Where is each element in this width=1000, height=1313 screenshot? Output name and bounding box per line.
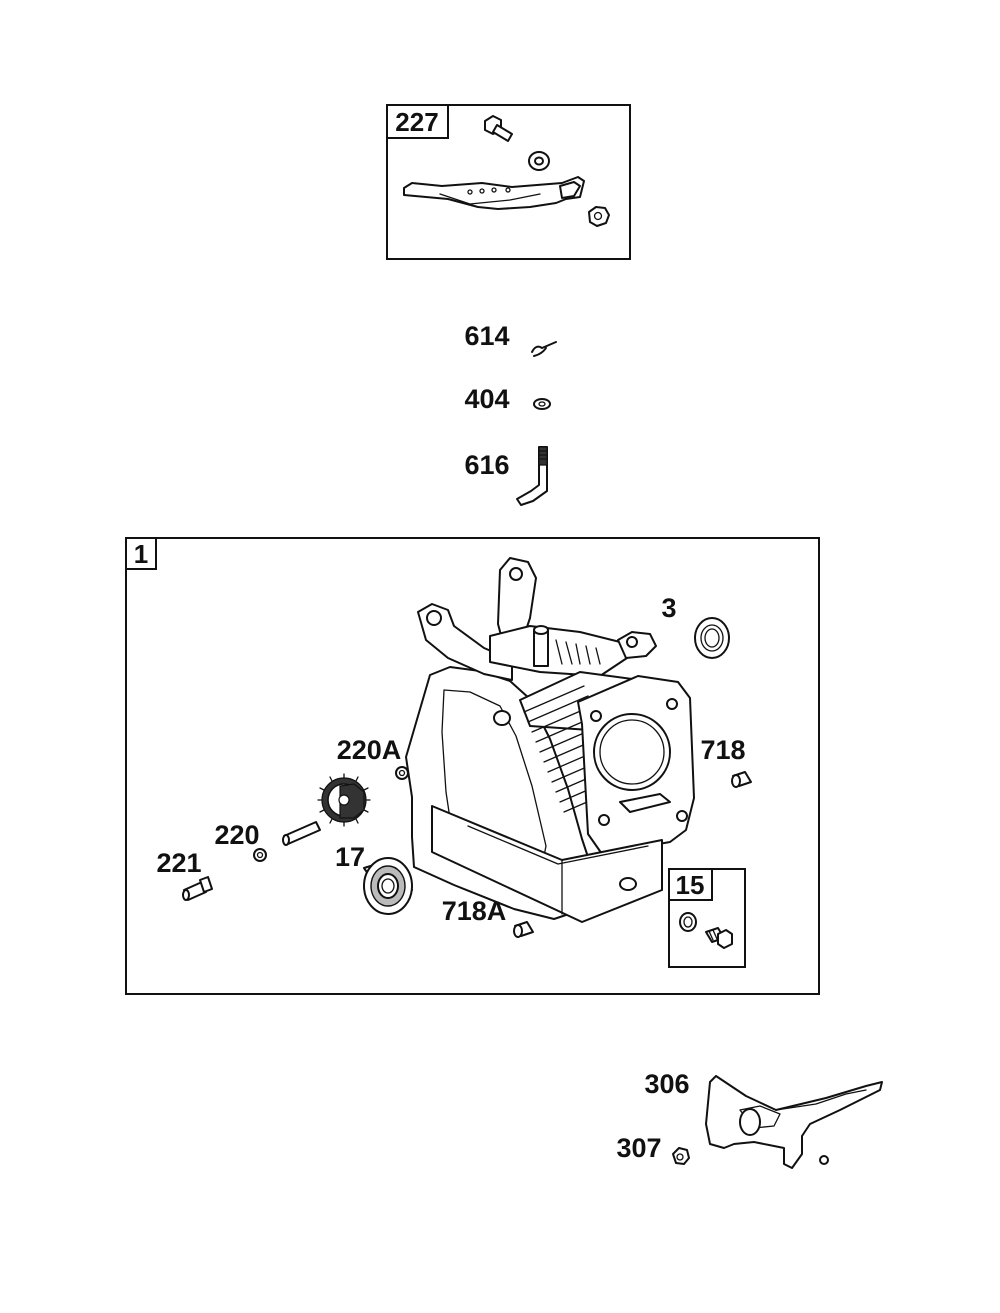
callout-221: 221 <box>156 848 201 878</box>
nut-icon <box>588 206 610 227</box>
washer-icon <box>253 848 267 862</box>
group-1-label: 1 <box>134 539 148 569</box>
washer-icon <box>395 766 409 780</box>
group-1-frame <box>125 537 820 995</box>
callout-718: 718 <box>700 735 745 765</box>
dowel-pin-icon <box>731 771 752 788</box>
washer-icon <box>528 151 550 171</box>
bolt-icon <box>182 876 213 901</box>
dowel-pin-icon <box>513 921 534 938</box>
callout-306: 306 <box>644 1069 689 1099</box>
bolt-icon <box>484 115 513 142</box>
group-227-label: 227 <box>395 107 438 137</box>
group-15: 15 <box>668 868 746 968</box>
nut-icon <box>672 1147 690 1165</box>
callout-3: 3 <box>661 593 676 623</box>
callout-616: 616 <box>464 450 509 480</box>
washer-icon <box>533 398 551 410</box>
governor-lever-icon <box>403 176 585 210</box>
callout-220: 220 <box>214 820 259 850</box>
shaft-icon <box>282 821 321 846</box>
callout-718A: 718A <box>442 896 507 926</box>
group-227: 227 <box>386 104 631 260</box>
callout-17: 17 <box>335 842 365 872</box>
bearing-icon <box>363 857 413 915</box>
cam-gear-icon <box>317 773 371 827</box>
group-15-label-box <box>668 868 713 901</box>
callout-220A: 220A <box>337 735 402 765</box>
callout-307: 307 <box>616 1133 661 1163</box>
group-227-label-box <box>386 104 449 139</box>
group-15-label: 15 <box>676 870 705 900</box>
callout-404: 404 <box>464 384 509 414</box>
cotter-pin-icon <box>531 341 557 357</box>
group-1-label-box <box>125 537 157 570</box>
governor-shaft-icon <box>516 446 548 506</box>
washer-icon <box>679 912 697 932</box>
shield-icon <box>705 1075 883 1169</box>
callout-614: 614 <box>464 321 509 351</box>
group-227-frame <box>386 104 631 260</box>
oil-seal-icon <box>694 617 730 659</box>
drain-plug-icon <box>705 927 733 949</box>
group-1: 1 <box>125 537 820 995</box>
crankcase-icon <box>405 557 695 923</box>
